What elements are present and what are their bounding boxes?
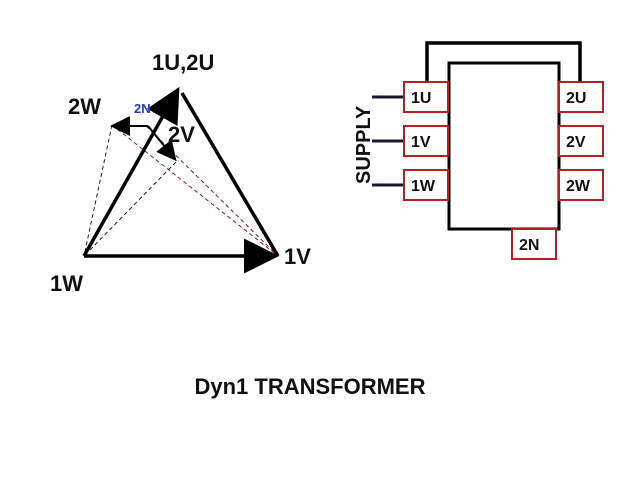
terminal-2n-box <box>511 228 557 260</box>
transformer-body <box>447 61 561 231</box>
dashed-line-2w-to-1v <box>111 124 279 257</box>
terminal-2u-box <box>558 81 604 113</box>
phasor-diagram: 1U,2U 1V 1W 2W 2V 2N <box>50 50 311 296</box>
terminal-1v-box <box>403 125 449 157</box>
terminal-2n-label: 2N <box>519 237 539 254</box>
terminal-1u-box <box>403 81 449 113</box>
terminal-2v-label: 2V <box>566 134 586 151</box>
terminal-2w-box <box>558 169 604 201</box>
triangle-right-side <box>180 92 280 257</box>
terminal-1v-label: 1V <box>411 134 431 151</box>
supply-label: SUPPLY <box>353 105 375 184</box>
vector-2n-to-2v <box>147 125 177 162</box>
dashed-line-2v-to-1w <box>83 161 177 257</box>
terminal-1u-label: 1U <box>411 90 431 107</box>
triangle-left-side <box>82 86 180 257</box>
connection-1u-2u <box>425 41 582 82</box>
label-1v: 1V <box>284 244 311 269</box>
terminal-2w-label: 2W <box>566 178 591 195</box>
label-2n: 2N <box>134 101 151 116</box>
terminal-2u-label: 2U <box>566 90 586 107</box>
terminal-2v-box <box>558 125 604 157</box>
label-2w: 2W <box>68 94 101 119</box>
transformer-block: 1U 1V 1W 2U 2V 2W 2N SUPPLY <box>353 41 604 260</box>
dashed-line-2w-to-1w <box>83 124 113 257</box>
label-2v: 2V <box>168 122 195 147</box>
label-1w: 1W <box>50 271 83 296</box>
label-1u-2u: 1U,2U <box>152 50 214 75</box>
terminal-1w-box <box>403 169 449 201</box>
terminal-1w-label: 1W <box>411 178 436 195</box>
diagram-title: Dyn1 TRANSFORMER <box>194 374 425 399</box>
